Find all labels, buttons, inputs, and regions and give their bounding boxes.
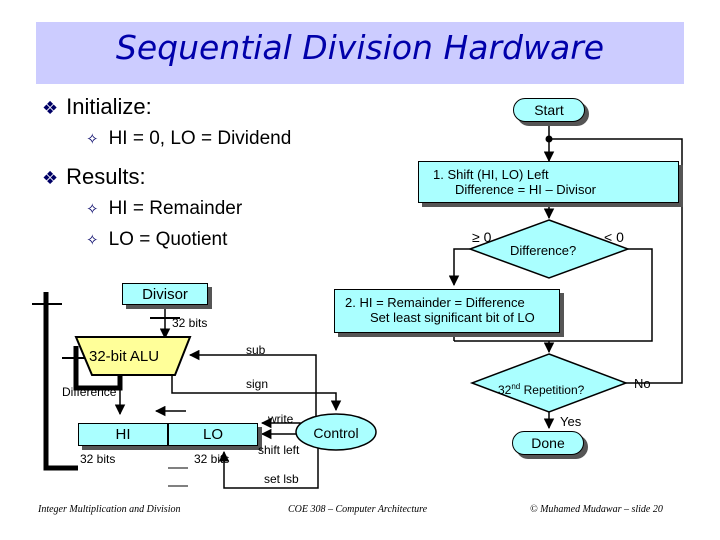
sub-bullet-text: HI = Remainder [108, 198, 243, 219]
shift-left-signal-label: shift left [258, 443, 300, 457]
decision-diamond [467, 219, 631, 279]
lo-register: LO [168, 423, 258, 446]
bullet-results: ❖ Results: [42, 164, 146, 190]
step1-box: 1. Shift (HI, LO) Left Difference = HI –… [418, 161, 679, 203]
lo-bits-label: 32 bits [194, 452, 230, 466]
divisor-label: Divisor [142, 285, 188, 303]
repetition-label: 32nd Repetition? [498, 382, 584, 397]
sub-bullet-text: LO = Quotient [108, 229, 228, 250]
sub-bullet-hi-lo-init: ✧ HI = 0, LO = Dividend [86, 128, 291, 150]
sub-bullet-quotient: ✧ LO = Quotient [86, 229, 227, 251]
bullet-initialize-label: Initialize: [66, 94, 152, 119]
lt0-label: < 0 [604, 229, 624, 245]
sign-signal-label: sign [246, 377, 269, 391]
star-bullet-icon: ✧ [86, 201, 99, 218]
diamond-bullet-icon: ❖ [42, 98, 59, 118]
footer-left: Integer Multiplication and Division [38, 504, 181, 515]
step2-box: 2. HI = Remainder = Difference Set least… [334, 289, 560, 333]
ge0-label: ≥ 0 [472, 229, 492, 245]
start-label: Start [534, 102, 564, 118]
bullet-initialize: ❖ Initialize: [42, 94, 152, 120]
alu-label: 32-bit ALU [89, 348, 160, 365]
divisor-register: Divisor [122, 283, 208, 305]
star-bullet-icon: ✧ [86, 131, 99, 148]
write-signal-label: write [268, 412, 294, 426]
hi-bits-label: 32 bits [80, 452, 116, 466]
rep-prefix: 32 [498, 383, 512, 397]
rep-sup: nd [511, 382, 521, 391]
bullet-results-label: Results: [66, 164, 146, 189]
control-ellipse [295, 413, 377, 451]
decision-label: Difference? [510, 243, 577, 258]
difference-label: Difference [62, 385, 117, 399]
step2-line1: 2. HI = Remainder = Difference [345, 295, 525, 310]
rep-suffix: Repetition? [520, 383, 585, 397]
done-node: Done [512, 431, 584, 455]
alu-shape [74, 336, 192, 376]
footer-center: COE 308 – Computer Architecture [288, 504, 428, 515]
divisor-bits-label: 32 bits [172, 316, 208, 330]
done-label: Done [531, 435, 565, 451]
control-label: Control [313, 425, 359, 441]
sub-bullet-remainder: ✧ HI = Remainder [86, 198, 242, 220]
hi-label: HI [115, 426, 131, 443]
start-node: Start [513, 98, 585, 122]
hi-register: HI [78, 423, 168, 446]
slide-title: Sequential Division Hardware [115, 28, 605, 67]
step1-line2: Difference = HI – Divisor [455, 182, 597, 197]
title-banner [36, 22, 684, 84]
yes-label: Yes [560, 414, 582, 429]
footer-right: © Muhamed Mudawar – slide 20 [530, 504, 663, 515]
set-lsb-signal-label: set lsb [264, 472, 299, 486]
diamond-bullet-icon: ❖ [42, 168, 59, 188]
lo-label: LO [202, 426, 223, 443]
star-bullet-icon: ✧ [86, 232, 99, 249]
no-label: No [634, 376, 651, 391]
step1-line1: 1. Shift (HI, LO) Left [433, 167, 549, 182]
step2-line2: Set least significant bit of LO [370, 310, 535, 325]
sub-signal-label: sub [246, 343, 266, 357]
sub-bullet-text: HI = 0, LO = Dividend [108, 128, 292, 149]
